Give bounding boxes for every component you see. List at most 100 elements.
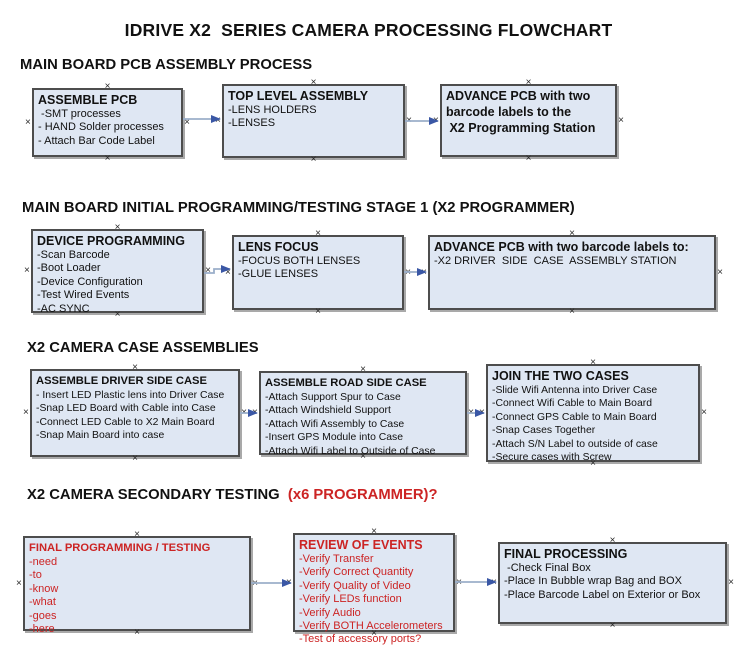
box-item: -Test Wired Events — [37, 289, 130, 302]
box-advance-pcb-to-driver-side-station: ADVANCE PCB with two barcode labels to: … — [421, 229, 723, 317]
box-final-processing: FINAL PROCESSING -Check Final Box-Place … — [491, 536, 734, 631]
section-heading-case-assemblies: X2 CAMERA CASE ASSEMBLIES — [27, 340, 259, 356]
flow-arrow — [204, 265, 231, 274]
box-item: -what — [29, 596, 56, 609]
connector-handle-icon: × — [310, 154, 317, 165]
box-item: -FOCUS BOTH LENSES — [238, 255, 361, 267]
box-title: ADVANCE PCB with two barcode labels to t… — [446, 89, 596, 135]
section-heading-pcb-assembly: MAIN BOARD PCB ASSEMBLY PROCESS — [20, 57, 313, 73]
box-item: -Attach Support Spur to Case — [265, 392, 401, 403]
section-heading-red-part: (x6 PROGRAMMER)? — [283, 487, 438, 503]
connector-handle-icon: × — [371, 526, 377, 537]
box-item: -Attach Wifi Assembly to Case — [265, 418, 405, 430]
connector-handle-icon: × — [609, 535, 616, 546]
box-item: -know — [29, 582, 59, 595]
connector-handle-icon: × — [132, 453, 138, 464]
box-item: -GLUE LENSES — [238, 268, 319, 281]
box-item: -Test of accessory ports? — [299, 633, 422, 646]
box-items: -LENS HOLDERS-LENSES — [228, 104, 399, 131]
connector-handle-icon: × — [315, 228, 321, 239]
box-item: -Insert GPS Module into Case — [265, 432, 404, 444]
connector-handle-icon: × — [23, 407, 29, 418]
box-item: -need — [29, 556, 58, 568]
connector-handle-icon: × — [717, 266, 723, 278]
box-items: -SMT processes- HAND Solder processes- A… — [38, 108, 177, 148]
box-item: - HAND Solder processes — [38, 121, 164, 134]
box-items: -Attach Support Spur to Case -Attach Wind… — [265, 391, 461, 458]
box-item: -to — [29, 569, 42, 582]
box-item: -Snap Cases Together — [492, 425, 596, 437]
connector-handle-icon: × — [114, 222, 121, 233]
page-title: IDRIVE X2 SERIES CAMERA PROCESSING FLOWC… — [124, 20, 613, 40]
connector-handle-icon: × — [468, 407, 474, 418]
connector-handle-icon: × — [433, 114, 439, 126]
box-item: -Verify Transfer — [299, 553, 374, 565]
box-device-programming: DEVICE PROGRAMMING -Scan Barcode-Boot Lo… — [24, 223, 211, 320]
box-item: -Device Configuration — [37, 275, 143, 288]
connector-handle-icon: × — [360, 364, 366, 375]
box-advance-pcb-to-programming-station: ADVANCE PCB with two barcode labels to t… — [433, 78, 624, 164]
connector-handle-icon: × — [406, 115, 412, 126]
box-item: - Insert LED Plastic lens into Driver Ca… — [36, 390, 225, 401]
box-item: -Verify BOTH Accelerometers — [299, 620, 443, 633]
box-item: -Secure cases with Screw — [492, 452, 612, 464]
box-item: -X2 DRIVER SIDE CASE ASSEMBLY STATION — [434, 255, 677, 267]
box-title: ASSEMBLE ROAD SIDE CASE — [265, 377, 427, 389]
connector-handle-icon: × — [701, 407, 707, 418]
connector-handle-icon: × — [569, 306, 575, 317]
connector-handle-icon: × — [225, 266, 231, 278]
box-item: -Attach Windshield Support — [265, 405, 391, 417]
connector-handle-icon: × — [132, 362, 138, 373]
box-item: - Attach Bar Code Label — [38, 134, 155, 147]
box-item: -Place In Bubble wrap Bag and BOX — [504, 575, 682, 588]
box-item: -LENS HOLDERS — [228, 104, 317, 116]
connector-handle-icon: × — [25, 116, 31, 128]
box-item: -Slide Wifi Antenna into Driver Case — [492, 385, 658, 396]
box-item: -here — [29, 623, 55, 636]
box-item: -Place Barcode Label on Exterior or Box — [504, 588, 701, 601]
connector-handle-icon: × — [405, 266, 411, 278]
box-assemble-pcb: ASSEMBLE PCB -SMT processes- HAND Solder… — [25, 82, 190, 164]
box-item: -Verify LEDs function — [299, 593, 402, 606]
box-join-the-two-cases: JOIN THE TWO CASES -Slide Wifi Antenna i… — [479, 358, 707, 469]
box-title: ASSEMBLE DRIVER SIDE CASE — [36, 375, 207, 387]
box-items: -need-to-know-what-goes-here — [29, 556, 245, 636]
section-heading-initial-programming: MAIN BOARD INITIAL PROGRAMMING/TESTING S… — [22, 200, 575, 216]
connector-handle-icon: × — [184, 116, 190, 128]
connector-handle-icon: × — [609, 620, 616, 631]
connector-handle-icon: × — [310, 77, 317, 88]
box-top-level-assembly: TOP LEVEL ASSEMBLY -LENS HOLDERS-LENSES … — [215, 78, 412, 165]
connector-handle-icon: × — [491, 577, 497, 588]
connector-handle-icon: × — [590, 357, 596, 368]
box-item: -Verify Audio — [299, 606, 361, 619]
box-item: -Verify Quality of Video — [299, 579, 411, 592]
box-items: -Check Final Box-Place In Bubble wrap Ba… — [504, 562, 721, 602]
box-title: FINAL PROGRAMMING / TESTING — [29, 542, 211, 554]
box-item: -Verify Correct Quantity — [299, 566, 414, 579]
box-final-programming-testing: FINAL PROGRAMMING / TESTING -need-to-kno… — [16, 530, 258, 638]
box-item: -Check Final Box — [504, 562, 591, 574]
connector-handle-icon: × — [205, 265, 211, 276]
box-item: -Connect GPS Cable to Main Board — [492, 411, 657, 423]
connector-handle-icon: × — [215, 115, 221, 126]
box-title: DEVICE PROGRAMMING — [37, 234, 185, 248]
box-items: -Slide Wifi Antenna into Driver Case -Con… — [492, 384, 694, 464]
connector-handle-icon: × — [728, 577, 734, 588]
box-item: -Snap Main Board into case — [36, 430, 165, 442]
box-items: -Verify Transfer-Verify Correct Quantity… — [299, 553, 449, 647]
connector-handle-icon: × — [16, 577, 22, 589]
connector-handle-icon: × — [104, 153, 111, 164]
box-item: -LENSES — [228, 117, 276, 130]
connector-handle-icon: × — [456, 576, 462, 588]
box-item: -Connect LED Cable to X2 Main Board — [36, 416, 215, 428]
connector-handle-icon: × — [569, 228, 575, 239]
box-title: JOIN THE TWO CASES — [492, 369, 629, 383]
connector-handle-icon: × — [525, 77, 532, 88]
box-title: TOP LEVEL ASSEMBLY — [228, 89, 369, 103]
connector-handle-icon: × — [252, 407, 258, 418]
box-items: - Insert LED Plastic lens into Driver Ca… — [36, 389, 234, 443]
box-title: LENS FOCUS — [238, 240, 319, 254]
box-title: REVIEW OF EVENTS — [299, 538, 423, 552]
box-item: -Connect Wifi Cable to Main Board — [492, 398, 652, 410]
